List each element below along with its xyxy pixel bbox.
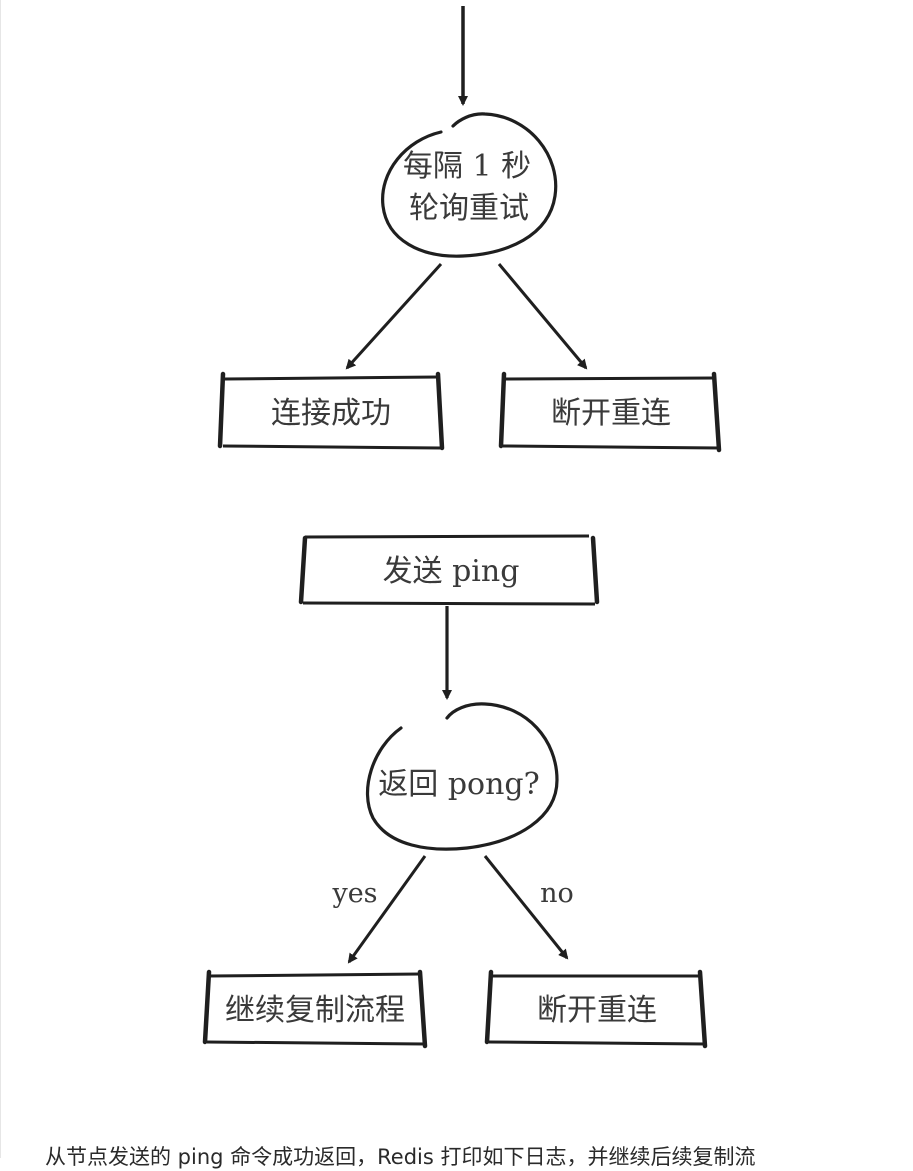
retry-label-line1: 每隔 1 秒 bbox=[403, 149, 531, 184]
retry-label-line2: 轮询重试 bbox=[409, 191, 529, 226]
node-disconnect-1: 断开重连 bbox=[498, 371, 722, 453]
continue-label: 继续复制流程 bbox=[225, 993, 405, 1028]
caption-text: 从节点发送的 ping 命令成功返回，Redis 打印如下日志，并继续后续复制流 bbox=[45, 1145, 756, 1169]
edge-no-label: no bbox=[540, 878, 574, 909]
arrow-retry-to-disconnect bbox=[497, 263, 588, 370]
retry-blob-shape bbox=[381, 112, 558, 258]
node-disconnect-2: 断开重连 bbox=[484, 969, 708, 1049]
node-retry: 每隔 1 秒 轮询重试 bbox=[381, 112, 558, 258]
arrow-pong-yes bbox=[347, 855, 427, 964]
node-send-ping: 发送 ping bbox=[298, 534, 600, 606]
node-continue: 继续复制流程 bbox=[202, 969, 428, 1049]
node-pong: 返回 pong? bbox=[365, 702, 559, 851]
connect-success-label: 连接成功 bbox=[271, 396, 391, 431]
arrow-retry-to-success bbox=[345, 262, 443, 370]
pong-blob-shape bbox=[365, 702, 559, 851]
edge-yes-label: yes bbox=[331, 878, 377, 909]
disconnect-2-label: 断开重连 bbox=[537, 993, 657, 1028]
disconnect-1-label: 断开重连 bbox=[551, 396, 671, 431]
pong-label: 返回 pong? bbox=[378, 767, 539, 802]
node-connect-success: 连接成功 bbox=[217, 371, 445, 451]
flowchart: 每隔 1 秒 轮询重试 连接成功 断开重连 发送 pin bbox=[202, 6, 722, 1049]
arrow-pong-no bbox=[483, 855, 569, 960]
send-ping-label: 发送 ping bbox=[383, 554, 520, 589]
